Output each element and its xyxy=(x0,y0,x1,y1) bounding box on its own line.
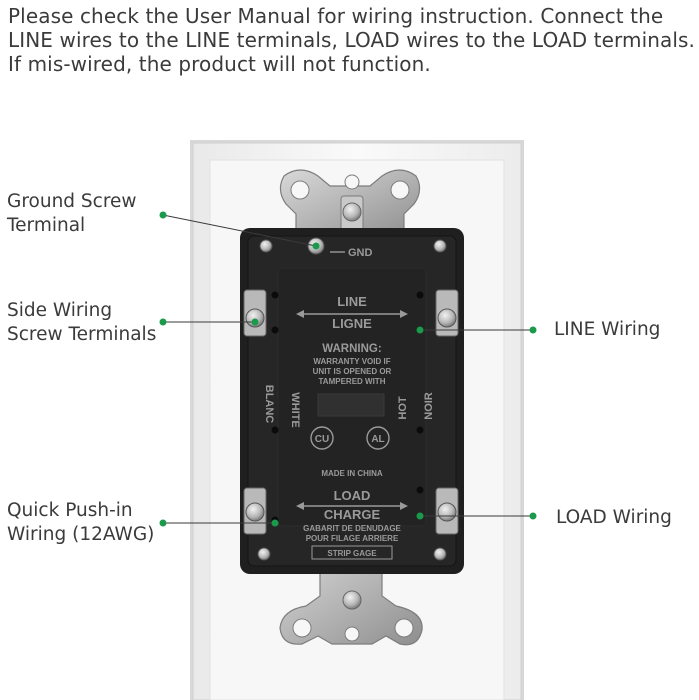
callout-line: Screw Terminals xyxy=(7,324,157,345)
blanc-label: BLANC xyxy=(263,385,275,424)
ligne-label: LIGNE xyxy=(332,316,372,331)
callout-ground-screw: Ground Screw Terminal xyxy=(7,190,137,238)
top-mounting-strap xyxy=(279,169,421,237)
callout-line: Wiring (12AWG) xyxy=(7,524,155,545)
callout-dot-icon xyxy=(271,519,279,527)
wiring-instructions: Please check the User Manual for wiring … xyxy=(8,4,698,76)
callout-dot-icon xyxy=(251,318,259,326)
callout-line: LINE Wiring xyxy=(554,319,661,340)
callout-line: Terminal xyxy=(7,215,86,236)
callout-line-wiring: LINE Wiring xyxy=(554,318,660,342)
warning-text: WARRANTY VOID IF xyxy=(313,357,390,366)
gage-text: GABARIT DE DENUDAGE xyxy=(303,524,401,533)
charge-label: CHARGE xyxy=(324,507,381,522)
callout-line: LOAD Wiring xyxy=(556,507,672,528)
callout-dot-icon xyxy=(159,211,167,219)
callout-dot-icon xyxy=(529,326,537,334)
warning-text: UNIT IS OPENED OR xyxy=(313,367,392,376)
callout-dot-icon xyxy=(312,242,320,250)
noir-label: NOIR xyxy=(423,392,435,420)
callout-leaders xyxy=(162,214,533,524)
white-label: WHITE xyxy=(289,392,301,427)
instruction-line: If mis-wired, the product will not funct… xyxy=(8,52,431,76)
al-mark-icon xyxy=(366,426,390,450)
callout-dot-icon xyxy=(416,512,424,520)
callout-line: Side Wiring xyxy=(7,300,113,321)
hot-label: HOT xyxy=(397,396,409,420)
callout-line: Ground Screw xyxy=(7,191,137,212)
al-label: AL xyxy=(371,434,384,445)
made-in-label: MADE IN CHINA xyxy=(321,469,383,478)
gnd-label: GND xyxy=(348,247,373,259)
warning-text: TAMPERED WITH xyxy=(319,377,386,386)
load-label: LOAD xyxy=(334,488,371,503)
cu-mark-icon xyxy=(310,426,334,450)
instruction-line: Please check the User Manual for wiring … xyxy=(8,4,664,28)
bottom-mounting-strap xyxy=(279,551,423,646)
outlet-body xyxy=(240,228,464,574)
callout-quick-pushin: Quick Push-in Wiring (12AWG) xyxy=(7,499,154,547)
strip-gage-label: STRIP GAGE xyxy=(327,549,377,558)
cu-label: CU xyxy=(315,434,329,445)
instruction-line: LINE wires to the LINE terminals, LOAD w… xyxy=(8,28,696,52)
callout-dot-icon xyxy=(159,519,167,527)
warning-label: WARNING: xyxy=(322,343,381,355)
callout-dots xyxy=(159,211,537,527)
gage-text: POUR FILAGE ARRIERE xyxy=(306,534,399,543)
callout-dot-icon xyxy=(529,512,537,520)
embossed-markings: GND LINE LIGNE WARNING: WARRANTY VOID IF… xyxy=(263,247,435,560)
callout-load-wiring: LOAD Wiring xyxy=(556,506,672,530)
callout-line: Quick Push-in xyxy=(7,500,133,521)
line-label: LINE xyxy=(337,294,367,309)
callout-dot-icon xyxy=(416,326,424,334)
callout-dot-icon xyxy=(159,318,167,326)
callout-side-wiring: Side Wiring Screw Terminals xyxy=(7,299,156,347)
